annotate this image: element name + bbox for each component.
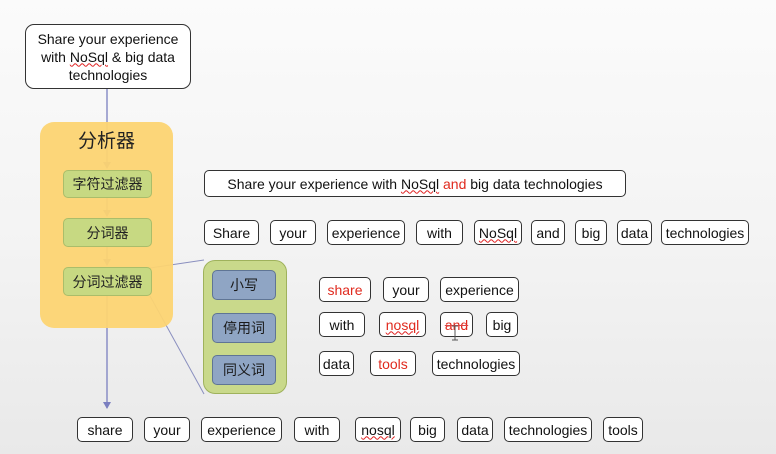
final-token: tools (603, 417, 643, 442)
input-nosql-word: NoSql (69, 48, 108, 65)
input-line-3: technologies (68, 66, 148, 83)
final-token: your (144, 417, 190, 442)
input-line-1: Share your experience (37, 30, 179, 47)
tokenizer-token: data (617, 220, 652, 245)
filtered-token: your (383, 277, 429, 302)
tokenizer-token: NoSql (474, 220, 522, 245)
stage-char-filter: 字符过滤器 (63, 170, 152, 198)
final-token: with (294, 417, 340, 442)
input-line-2a: with (41, 48, 70, 65)
filter-lowercase: 小写 (212, 270, 276, 300)
tokenizer-token: Share (204, 220, 259, 245)
filtered-token: share (319, 277, 371, 302)
tokenizer-token: technologies (661, 220, 749, 245)
sentence-nosql: NoSql (400, 175, 440, 192)
final-token: nosql (355, 417, 401, 442)
filter-synonyms: 同义词 (212, 355, 276, 385)
filter-stopwords: 停用词 (212, 313, 276, 343)
tokenizer-token: your (270, 220, 316, 245)
filtered-token-removed: and (440, 312, 473, 337)
text-cursor-icon (452, 325, 458, 341)
sentence-and-highlight: and (443, 175, 467, 192)
final-token: data (457, 417, 493, 442)
filtered-token: with (319, 312, 365, 337)
tokenizer-token: experience (327, 220, 405, 245)
tokenizer-token: big (575, 220, 607, 245)
stage-token-filter: 分词过滤器 (63, 267, 152, 296)
filtered-token: data (319, 351, 354, 376)
filtered-token: big (486, 312, 518, 337)
final-token: big (410, 417, 445, 442)
input-line-2b: & big data (108, 48, 175, 65)
tokenizer-token: and (531, 220, 565, 245)
sentence-part-2: big data technologies (466, 175, 603, 192)
analyzer-title: 分析器 (77, 131, 135, 152)
input-text-box: Share your experience with NoSql & big d… (25, 24, 191, 89)
filtered-token: nosql (379, 312, 426, 337)
tokenizer-token: with (416, 220, 463, 245)
stage-tokenizer: 分词器 (63, 218, 152, 247)
filtered-token: experience (440, 277, 519, 302)
final-token: share (77, 417, 133, 442)
final-token: technologies (504, 417, 592, 442)
char-filter-output-sentence: Share your experience with NoSql and big… (204, 170, 626, 197)
filtered-token: technologies (432, 351, 520, 376)
filtered-token: tools (370, 351, 416, 376)
final-token: experience (201, 417, 282, 442)
sentence-part-1: Share your experience with (227, 175, 401, 192)
